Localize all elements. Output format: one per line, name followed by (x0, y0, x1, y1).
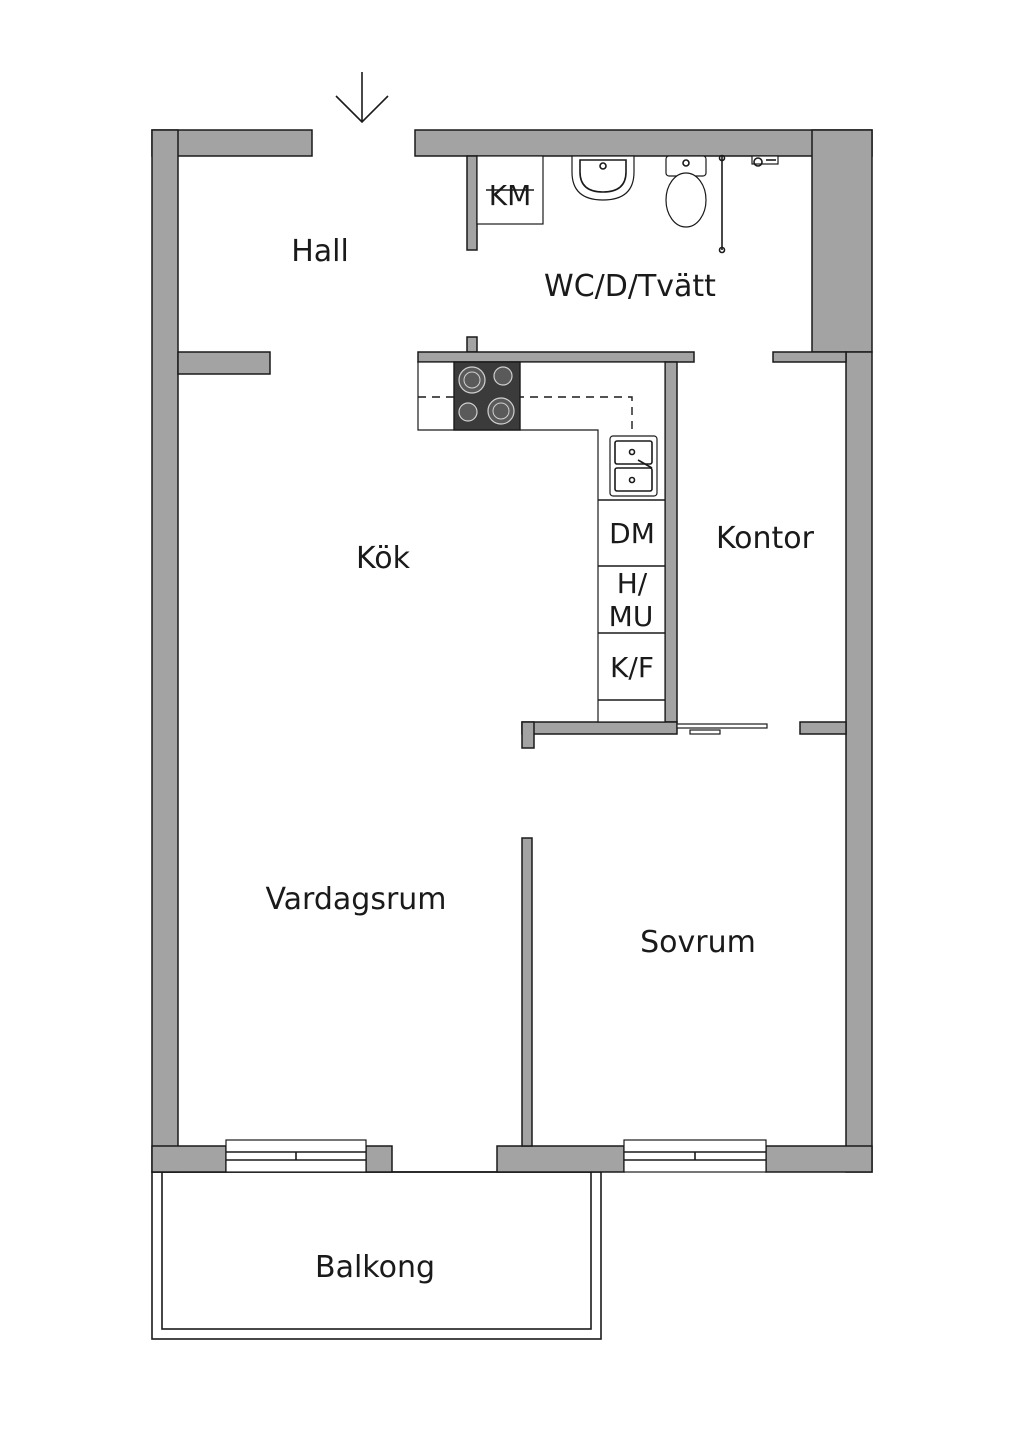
stove-icon (453, 361, 521, 431)
sliding-door-office (676, 723, 768, 735)
washer-closet (476, 155, 544, 225)
toilet-icon (665, 155, 707, 228)
sink-icon (609, 435, 658, 497)
window-living (225, 1139, 367, 1173)
washbasin-icon (571, 155, 635, 201)
appliance-label-fridge: K/F (610, 651, 654, 684)
room-label-hall: Hall (291, 234, 349, 269)
room-label-living: Vardagsrum (265, 882, 446, 917)
window-bedroom (623, 1139, 767, 1173)
room-label-wc: WC/D/Tvätt (544, 269, 716, 304)
room-label-balcony: Balkong (315, 1250, 435, 1285)
appliance-label-washer: KM (489, 179, 532, 212)
shower-icon (718, 154, 779, 254)
interior-walls (177, 155, 847, 1147)
room-label-kitchen: Kök (356, 541, 411, 576)
room-label-office: Kontor (716, 521, 815, 556)
entrance-arrow-icon (335, 72, 389, 124)
appliance-label-cabinet-2: MU (609, 600, 654, 633)
appliance-label-dishwasher: DM (609, 517, 655, 550)
exterior-walls (151, 129, 873, 1173)
appliance-label-cabinet-1: H/ (617, 567, 648, 600)
room-label-bedroom: Sovrum (640, 925, 756, 960)
